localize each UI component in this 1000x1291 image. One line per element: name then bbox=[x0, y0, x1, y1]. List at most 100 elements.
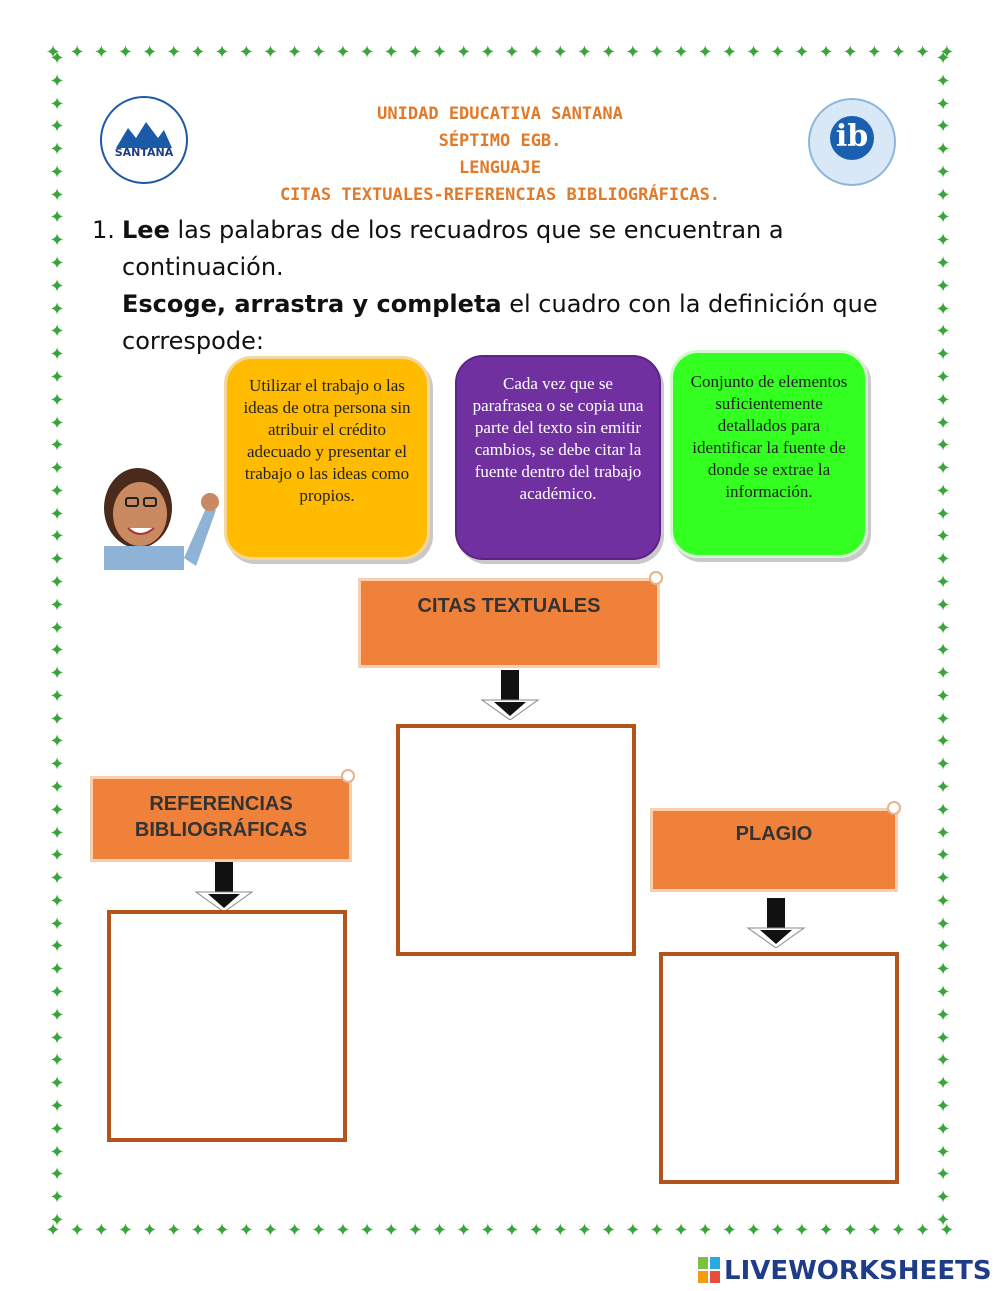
leaf-ornament: ✦ bbox=[935, 184, 951, 206]
leaf-ornament: ✦ bbox=[456, 42, 472, 63]
leaf-ornament: ✦ bbox=[935, 366, 951, 388]
leaf-ornament: ✦ bbox=[528, 1220, 544, 1241]
leaf-ornament: ✦ bbox=[49, 754, 65, 776]
leaf-ornament: ✦ bbox=[49, 275, 65, 297]
leaf-ornament: ✦ bbox=[117, 1220, 134, 1241]
leaf-ornament: ✦ bbox=[142, 1220, 158, 1241]
leaf-ornament: ✦ bbox=[770, 1220, 786, 1241]
leaf-ornament: ✦ bbox=[480, 42, 496, 63]
leaf-ornament: ✦ bbox=[935, 435, 951, 457]
leaf-ornament: ✦ bbox=[49, 1050, 65, 1072]
leaf-ornament: ✦ bbox=[456, 1220, 472, 1241]
leaf-ornament: ✦ bbox=[697, 1220, 713, 1241]
leaf-ornament: ✦ bbox=[262, 1220, 278, 1241]
leaf-ornament: ✦ bbox=[935, 617, 951, 639]
leaf-ornament: ✦ bbox=[935, 663, 951, 685]
leaf-ornament: ✦ bbox=[601, 42, 617, 63]
leaf-ornament: ✦ bbox=[49, 207, 65, 229]
leaf-ornament: ✦ bbox=[935, 458, 951, 480]
leaf-ornament: ✦ bbox=[383, 1220, 399, 1241]
leaf-ornament: ✦ bbox=[49, 526, 65, 548]
leaf-ornament: ✦ bbox=[49, 868, 65, 890]
leaf-ornament: ✦ bbox=[935, 1004, 951, 1026]
leaf-ornament: ✦ bbox=[49, 116, 65, 138]
ib-logo-text: ib bbox=[830, 116, 874, 160]
leaf-ornament: ✦ bbox=[45, 1220, 61, 1241]
leaf-ornament: ✦ bbox=[935, 253, 951, 275]
leaf-ornament: ✦ bbox=[49, 253, 65, 275]
definition-card-referencias[interactable]: Conjunto de elementos suficientemente de… bbox=[670, 350, 868, 558]
page-header: UNIDAD EDUCATIVA SANTANA SÉPTIMO EGB. LE… bbox=[0, 101, 1000, 209]
leaf-ornament: ✦ bbox=[935, 70, 951, 92]
liveworksheets-logo: LIVEWORKSHEETS bbox=[698, 1256, 992, 1286]
leaf-ornament: ✦ bbox=[673, 42, 689, 63]
leaf-ornament: ✦ bbox=[890, 1220, 907, 1241]
leaf-ornament: ✦ bbox=[287, 1220, 303, 1241]
leaf-ornament: ✦ bbox=[407, 1220, 423, 1241]
instruction-text-1: las palabras de los recuadros que se enc… bbox=[122, 216, 784, 281]
leaf-ornament: ✦ bbox=[935, 344, 951, 366]
leaf-ornament: ✦ bbox=[935, 777, 951, 798]
definition-card-plagio[interactable]: Utilizar el trabajo o las ideas de otra … bbox=[224, 356, 430, 560]
leaf-ornament: ✦ bbox=[915, 1220, 931, 1241]
leaf-ornament: ✦ bbox=[935, 116, 951, 138]
leaf-ornament: ✦ bbox=[287, 42, 303, 63]
leaf-ornament: ✦ bbox=[49, 982, 65, 1004]
leaf-ornament: ✦ bbox=[935, 868, 951, 890]
leaf-ornament: ✦ bbox=[935, 1027, 951, 1049]
banner-plagio: PLAGIO bbox=[650, 801, 901, 892]
leaf-ornament: ✦ bbox=[866, 1220, 882, 1241]
instruction-text-2: el cuadro con la definición que correspo… bbox=[122, 290, 878, 355]
drop-box-plagio[interactable] bbox=[659, 952, 899, 1184]
leaf-ornament: ✦ bbox=[935, 480, 951, 502]
leaf-ornament: ✦ bbox=[49, 822, 65, 844]
leaf-ornament: ✦ bbox=[49, 1187, 65, 1209]
leaf-ornament: ✦ bbox=[49, 549, 65, 571]
leaf-ornament: ✦ bbox=[49, 685, 65, 707]
school-name: UNIDAD EDUCATIVA SANTANA bbox=[377, 104, 623, 124]
leaf-ornament: ✦ bbox=[935, 298, 951, 320]
liveworksheets-icon bbox=[698, 1257, 720, 1283]
leaf-ornament: ✦ bbox=[311, 42, 327, 63]
leaf-ornament: ✦ bbox=[49, 458, 65, 480]
leaf-ornament: ✦ bbox=[935, 1050, 951, 1072]
leaf-ornament: ✦ bbox=[935, 1118, 951, 1140]
banner-referencias: REFERENCIAS BIBLIOGRÁFICAS bbox=[90, 769, 355, 862]
leaf-ornament: ✦ bbox=[117, 42, 134, 63]
leaf-ornament: ✦ bbox=[770, 42, 786, 63]
leaf-ornament: ✦ bbox=[335, 1220, 351, 1241]
leaf-ornament: ✦ bbox=[49, 936, 65, 958]
leaf-ornament: ✦ bbox=[935, 982, 951, 1004]
leaf-ornament: ✦ bbox=[238, 42, 254, 63]
leaf-ornament: ✦ bbox=[49, 1209, 65, 1231]
leaf-ornament: ✦ bbox=[504, 42, 520, 63]
leaf-ornament: ✦ bbox=[935, 230, 951, 252]
leaf-ornament: ✦ bbox=[166, 42, 182, 63]
leaf-ornament: ✦ bbox=[935, 640, 951, 662]
leaf-ornament: ✦ bbox=[407, 42, 423, 63]
leaf-ornament: ✦ bbox=[49, 412, 65, 434]
leaf-ornament: ✦ bbox=[935, 1187, 951, 1209]
drop-box-referencias[interactable] bbox=[107, 910, 347, 1142]
bottom-border: ✦✦✦✦✦✦✦✦✦✦✦✦✦✦✦✦✦✦✦✦✦✦✦✦✦✦✦✦✦✦✦✦✦✦✦✦✦✦ bbox=[44, 1222, 956, 1240]
leaf-ornament: ✦ bbox=[935, 139, 951, 161]
school-logo-text: SANTANA bbox=[114, 146, 174, 159]
leaf-ornament: ✦ bbox=[190, 1220, 206, 1241]
instruction: 1. Lee las palabras de los recuadros que… bbox=[92, 212, 952, 360]
leaf-ornament: ✦ bbox=[49, 845, 65, 867]
leaf-ornament: ✦ bbox=[935, 708, 951, 730]
instruction-number: 1. bbox=[92, 216, 115, 244]
leaf-ornament: ✦ bbox=[935, 1095, 951, 1117]
leaf-ornament: ✦ bbox=[697, 42, 713, 63]
definition-card-citas[interactable]: Cada vez que se parafrasea o se copia un… bbox=[455, 355, 661, 560]
leaf-ornament: ✦ bbox=[794, 42, 810, 63]
drop-box-citas-textuales[interactable] bbox=[396, 724, 636, 956]
leaf-ornament: ✦ bbox=[93, 42, 109, 63]
leaf-ornament: ✦ bbox=[866, 42, 882, 63]
leaf-ornament: ✦ bbox=[935, 93, 951, 115]
leaf-ornament: ✦ bbox=[49, 480, 65, 502]
leaf-ornament: ✦ bbox=[93, 1220, 109, 1241]
leaf-ornament: ✦ bbox=[49, 640, 65, 662]
leaf-ornament: ✦ bbox=[214, 42, 230, 63]
leaf-ornament: ✦ bbox=[745, 1220, 762, 1241]
